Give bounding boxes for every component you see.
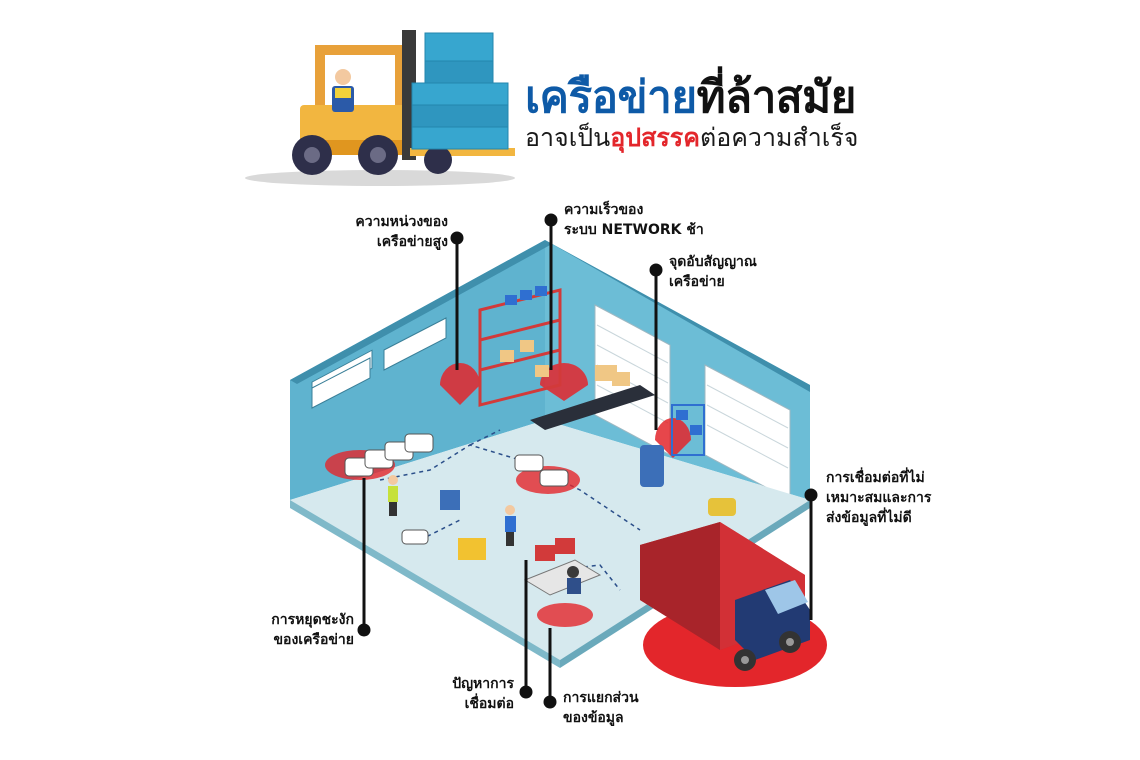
callout-outage-line-1: การหยุดชะงัก xyxy=(271,612,354,628)
callout-latency: ความหน่วงของ เครือข่ายสูง xyxy=(330,212,448,252)
warehouse-walls xyxy=(290,240,810,501)
callout-connection-line-1: ปัญหาการ xyxy=(452,676,514,692)
callout-unsuitable: การเชื่อมต่อที่ไม่ เหมาะสมและการ ส่งข้อม… xyxy=(826,468,931,528)
callout-unsuitable-line-1: การเชื่อมต่อที่ไม่ xyxy=(826,470,925,486)
callout-silo-line-1: การแยกส่วน xyxy=(563,690,639,706)
rack-right-icon xyxy=(640,404,736,516)
callout-unsuitable-line-3: ส่งข้อมูลที่ไม่ดี xyxy=(826,510,912,526)
callout-speed: ความเร็วของ ระบบ NETWORK ช้า xyxy=(564,200,704,240)
callout-bottleneck-line-1: จุดอับสัญญาณ xyxy=(669,254,757,270)
truck-icon xyxy=(640,522,810,671)
callout-outage: การหยุดชะงัก ของเครือข่าย xyxy=(240,610,354,650)
subtitle-part-3: ต่อความสำเร็จ xyxy=(699,123,859,152)
callout-speed-line-1: ความเร็วของ xyxy=(564,202,644,218)
subtitle-part-1: อาจเป็น xyxy=(525,123,611,152)
callout-silo: การแยกส่วน ของข้อมูล xyxy=(563,688,639,728)
callout-connection: ปัญหาการ เชื่อมต่อ xyxy=(420,674,514,714)
title-part-2: ที่ล้าสมัย xyxy=(696,72,857,123)
conveyor-icon xyxy=(530,365,655,430)
title-line-1: เครือข่ายที่ล้าสมัย xyxy=(525,62,856,132)
callout-outage-line-2: ของเครือข่าย xyxy=(273,632,354,648)
callout-latency-line-1: ความหน่วงของ xyxy=(355,214,448,230)
warehouse-floor xyxy=(290,420,810,660)
subtitle-part-2: อุปสรรค xyxy=(610,123,700,152)
shelving-icon xyxy=(478,286,562,407)
callout-latency-line-2: เครือข่ายสูง xyxy=(376,234,448,250)
crates-icon xyxy=(411,32,509,150)
callout-leaders xyxy=(357,213,818,709)
callout-silo-line-2: ของข้อมูล xyxy=(563,710,624,726)
callout-unsuitable-line-2: เหมาะสมและการ xyxy=(826,490,932,506)
title-part-1: เครือข่าย xyxy=(525,72,697,123)
title-line-2: อาจเป็นอุปสรรคต่อความสำเร็จ xyxy=(525,118,858,158)
network-paths xyxy=(379,429,641,591)
agv-robots-icon xyxy=(344,433,569,545)
callout-bottleneck: จุดอับสัญญาณ เครือข่าย xyxy=(669,252,757,292)
workers-icon xyxy=(388,475,516,560)
callout-speed-line-2: ระบบ NETWORK ช้า xyxy=(564,222,704,238)
callout-connection-line-2: เชื่อมต่อ xyxy=(464,696,514,712)
callout-bottleneck-line-2: เครือข่าย xyxy=(669,274,725,290)
control-desk-icon xyxy=(523,538,602,596)
forklift-icon xyxy=(292,30,515,175)
